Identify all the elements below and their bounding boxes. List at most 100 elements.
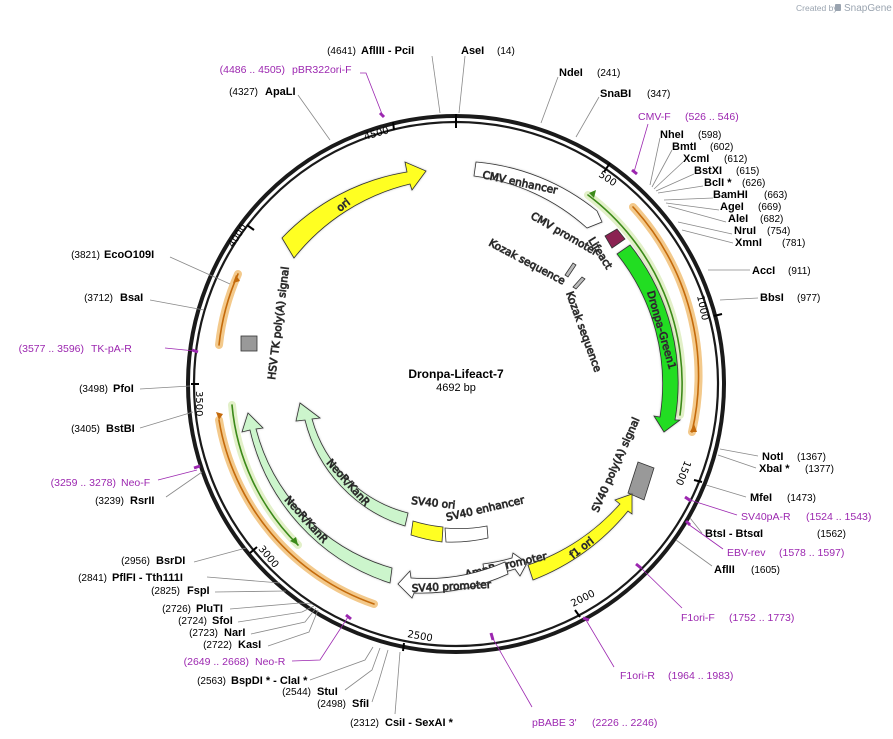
site-bstxi[interactable]: BstXI <box>694 165 722 177</box>
primer-sv40pa-r[interactable]: SV40pA-R <box>741 511 791 523</box>
site-bamhi[interactable]: BamHI <box>713 189 748 201</box>
site-bsai[interactable]: BsaI <box>120 292 143 304</box>
feature-ori[interactable]: ori <box>281 161 427 262</box>
feature-kozak-1[interactable]: Kozak sequence <box>486 237 577 288</box>
sv40-ori-label: SV40 ori <box>411 495 456 512</box>
primer-range: (4486 .. 4505) <box>220 64 285 76</box>
tick-label-1000: 1000 <box>694 294 710 321</box>
sv40-enhancer-label: SV40 enhancer <box>445 494 526 524</box>
site-pos: (1605) <box>751 565 780 576</box>
site-nrui[interactable]: NruI <box>734 225 756 237</box>
site-agei[interactable]: AgeI <box>720 201 744 213</box>
primer-cmv-f[interactable]: CMV-F <box>638 111 671 123</box>
f1-ori-arrow <box>527 493 633 581</box>
site-pos: (2312) <box>350 718 379 729</box>
tick-4000: 4000 <box>226 222 255 250</box>
site-pos: (781) <box>782 238 805 249</box>
site-bstbi[interactable]: BstBI <box>106 423 135 435</box>
site-stui[interactable]: StuI <box>317 686 338 698</box>
feature-dronpa-green1[interactable]: Dronpa-Green1 <box>616 244 682 433</box>
site-aflii[interactable]: AflII <box>714 564 735 576</box>
site-xmni[interactable]: XmnI <box>735 237 762 249</box>
primer-f1ori-r[interactable]: F1ori-R <box>620 670 655 682</box>
sv40-promoter-arrow <box>397 561 509 599</box>
site-pos: (598) <box>698 130 721 141</box>
tick-3000: 3000 <box>249 544 280 570</box>
feature-neor-kanr-inner[interactable]: NeoR/KanR <box>295 402 409 527</box>
site-pos: (682) <box>760 214 783 225</box>
feature-kozak-2[interactable]: Kozak sequence <box>563 276 604 374</box>
feature-sv40-ori[interactable]: SV40 ori <box>410 495 456 543</box>
site-btsi-btsai[interactable]: BtsI - BtsαI <box>705 528 763 540</box>
site-mfei[interactable]: MfeI <box>750 492 772 504</box>
site-sfii[interactable]: SfiI <box>352 698 369 710</box>
site-pos: (911) <box>788 266 811 277</box>
site-pos: (2956) <box>121 556 150 567</box>
site-rsrii[interactable]: RsrII <box>130 495 154 507</box>
site-afliii-pcii[interactable]: AflIII - PciI <box>361 45 414 57</box>
site-bbsi[interactable]: BbsI <box>760 292 784 304</box>
site-csii-sexai[interactable]: CsiI - SexAI * <box>385 717 454 729</box>
feature-sv40-promoter[interactable]: SV40 promoter <box>397 561 509 599</box>
site-sfoi[interactable]: SfoI <box>212 615 233 627</box>
site-nhei[interactable]: NheI <box>660 129 684 141</box>
primer-sites: (4486 .. 4505) pBR322ori-F (3577 .. 3596… <box>19 64 872 729</box>
feature-lifeact[interactable]: Lifeact <box>585 228 626 272</box>
site-noti[interactable]: NotI <box>762 451 783 463</box>
site-pos: (615) <box>736 166 759 177</box>
plasmid-name: Dronpa-Lifeact-7 <box>408 367 504 381</box>
site-pos: (2724) <box>178 616 207 627</box>
site-nari[interactable]: NarI <box>224 627 245 639</box>
primer-tk-pa-r[interactable]: TK-pA-R <box>91 343 132 355</box>
primer-arrowhead <box>233 275 240 283</box>
site-ndei[interactable]: NdeI <box>559 67 583 79</box>
site-pos: (1473) <box>787 493 816 504</box>
kozak-1-label: Kozak sequence <box>487 237 567 287</box>
ori-arrow <box>281 161 427 259</box>
site-alei[interactable]: AleI <box>728 213 748 225</box>
watermark-prefix: Created by <box>796 3 838 13</box>
cmv-primer-arc <box>632 206 700 433</box>
site-apali[interactable]: ApaLI <box>265 86 296 98</box>
primer-pbr322ori-f[interactable]: pBR322ori-F <box>292 64 352 76</box>
site-pluti[interactable]: PluTI <box>196 603 223 615</box>
site-pflfi-tth111i[interactable]: PflFI - Tth111I <box>112 572 183 584</box>
primer-pbabe-3[interactable]: pBABE 3' <box>532 717 577 729</box>
primer-range: (3577 .. 3596) <box>19 343 84 355</box>
site-bcli[interactable]: BclI * <box>704 177 732 189</box>
site-acci[interactable]: AccI <box>752 265 775 277</box>
site-xbai[interactable]: XbaI * <box>759 463 790 475</box>
site-bsrdi[interactable]: BsrDI <box>156 555 185 567</box>
site-bmti[interactable]: BmtI <box>672 141 696 153</box>
primer-range: (2226 .. 2246) <box>592 717 657 729</box>
site-pfoi[interactable]: PfoI <box>113 383 134 395</box>
dronpa-green1-arrow <box>616 244 682 433</box>
site-pos: (4641) <box>327 46 356 57</box>
watermark-brand: SnapGene <box>844 3 892 14</box>
primer-ebv-rev[interactable]: EBV-rev <box>727 547 766 559</box>
site-pos: (2544) <box>282 687 311 698</box>
site-snabi[interactable]: SnaBI <box>600 88 631 100</box>
feature-sv40-enhancer[interactable]: SV40 enhancer <box>444 494 527 543</box>
feature-f1-ori[interactable]: f1 ori <box>527 493 633 581</box>
site-fspi[interactable]: FspI <box>187 585 210 597</box>
site-bspdi-clai[interactable]: BspDI * - ClaI * <box>231 675 308 687</box>
feature-hsv-tk-polya[interactable]: HSV TK poly(A) signal <box>240 266 292 381</box>
site-pos: (1562) <box>817 529 846 540</box>
site-pos: (3405) <box>71 424 100 435</box>
primer-range: (526 .. 546) <box>685 111 739 123</box>
primer-f1ori-f[interactable]: F1ori-F <box>681 612 715 624</box>
tick-label-2500: 2500 <box>406 629 433 644</box>
sv40-enhancer-block <box>444 525 489 543</box>
site-xcmi[interactable]: XcmI <box>683 153 709 165</box>
primer-range: (1578 .. 1597) <box>779 547 844 559</box>
primer-neo-r[interactable]: Neo-R <box>255 656 286 668</box>
primer-arrowhead <box>216 412 223 420</box>
tick-label-4000: 4000 <box>226 222 249 249</box>
site-kasi[interactable]: KasI <box>238 639 261 651</box>
site-asei[interactable]: AseI <box>461 45 484 57</box>
primer-arcs <box>215 190 703 608</box>
site-ecoo109i[interactable]: EcoO109I <box>104 249 154 261</box>
primer-neo-f[interactable]: Neo-F <box>121 477 150 489</box>
